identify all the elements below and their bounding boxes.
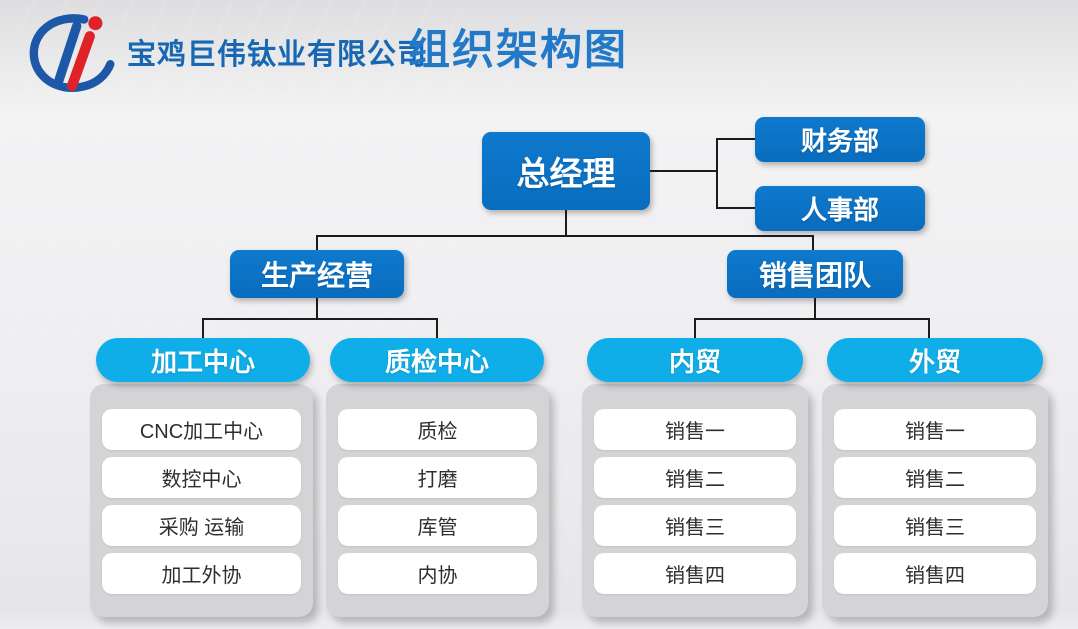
org-item: 内协 xyxy=(338,553,537,594)
page-title: 组织架构图 xyxy=(408,26,629,73)
group-panel-quality-center: 质检 打磨 库管 内协 xyxy=(326,384,549,617)
connector-line xyxy=(202,318,438,320)
connector-line xyxy=(316,235,814,237)
org-item: 打磨 xyxy=(338,457,537,498)
connector-line xyxy=(316,235,318,250)
connector-line xyxy=(716,207,755,209)
group-header-domestic-trade: 内贸 xyxy=(587,338,803,382)
connector-line xyxy=(316,298,318,320)
group-header-quality-center: 质检中心 xyxy=(330,338,544,382)
org-item: 加工外协 xyxy=(102,553,301,594)
company-name: 宝鸡巨伟钛业有限公司 xyxy=(127,39,428,71)
connector-line xyxy=(716,138,718,209)
group-header-foreign-trade: 外贸 xyxy=(827,338,1043,382)
org-item: 销售三 xyxy=(834,505,1036,546)
connector-line xyxy=(812,235,814,250)
org-item: 采购 运输 xyxy=(102,505,301,546)
group-panel-domestic-trade: 销售一 销售二 销售三 销售四 xyxy=(582,384,808,617)
org-item: 销售二 xyxy=(834,457,1036,498)
connector-line xyxy=(202,318,204,338)
org-item: 销售四 xyxy=(834,553,1036,594)
org-node-production-branch: 生产经营 xyxy=(230,250,404,298)
connector-line xyxy=(716,138,755,140)
connector-line xyxy=(694,318,696,338)
company-logo-icon xyxy=(29,14,115,92)
org-item: 销售一 xyxy=(594,409,796,450)
org-item: 销售一 xyxy=(834,409,1036,450)
org-item: 销售二 xyxy=(594,457,796,498)
org-item: CNC加工中心 xyxy=(102,409,301,450)
connector-line xyxy=(565,210,567,237)
org-item: 销售三 xyxy=(594,505,796,546)
org-item: 数控中心 xyxy=(102,457,301,498)
group-panel-machining-center: CNC加工中心 数控中心 采购 运输 加工外协 xyxy=(90,384,313,617)
connector-line xyxy=(814,298,816,320)
group-header-machining-center: 加工中心 xyxy=(96,338,310,382)
connector-line xyxy=(436,318,438,338)
org-node-general-manager: 总经理 xyxy=(482,132,650,210)
connector-line xyxy=(650,170,717,172)
org-item: 质检 xyxy=(338,409,537,450)
org-item: 销售四 xyxy=(594,553,796,594)
group-panel-foreign-trade: 销售一 销售二 销售三 销售四 xyxy=(822,384,1048,617)
org-item: 库管 xyxy=(338,505,537,546)
connector-line xyxy=(928,318,930,338)
connector-line xyxy=(694,318,930,320)
org-node-finance-dept: 财务部 xyxy=(755,117,925,162)
org-node-sales-branch: 销售团队 xyxy=(727,250,903,298)
org-node-hr-dept: 人事部 xyxy=(755,186,925,231)
